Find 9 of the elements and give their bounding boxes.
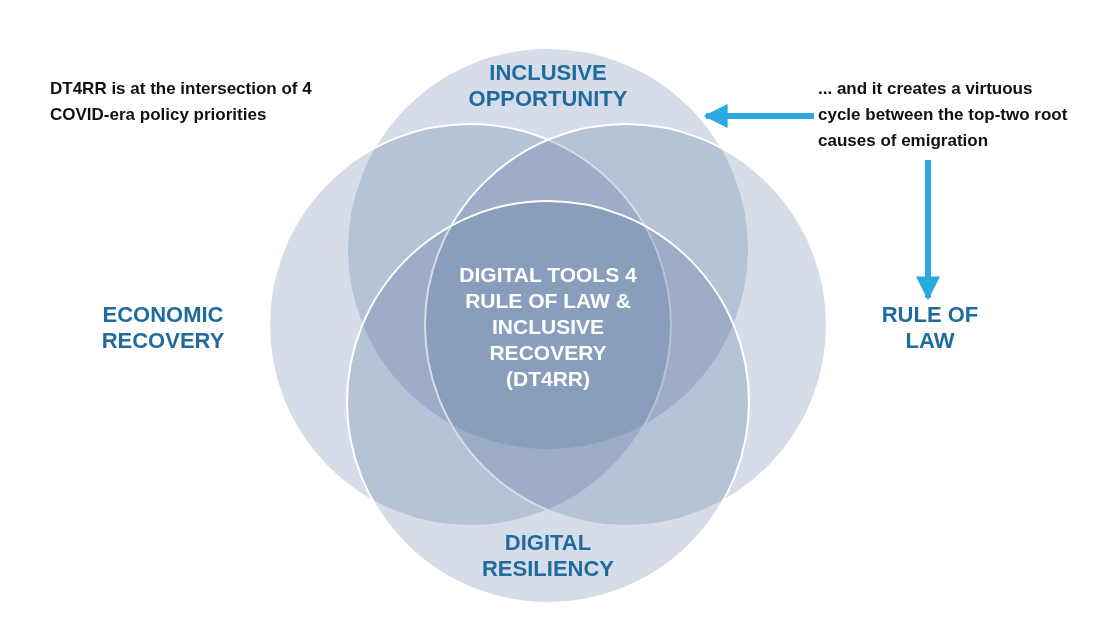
circle-label: INCLUSIVE OPPORTUNITY: [467, 60, 629, 112]
center-title: DIGITAL TOOLS 4 RULE OF LAW & INCLUSIVE RECOVERY (DT4RR): [458, 262, 638, 392]
note-text: ... and it creates a virtuous cycle between the top-two root causes of emigration: [818, 78, 1068, 152]
circle-label: ECONOMIC RECOVERY: [100, 302, 226, 354]
note-text: DT4RR is at the intersection of 4 COVID-era policy priorities: [50, 78, 313, 126]
circle-label: DIGITAL RESILIENCY: [481, 530, 615, 582]
arrow: [703, 104, 814, 128]
arrow: [916, 160, 940, 301]
circle-label: RULE OF LAW: [880, 302, 980, 354]
